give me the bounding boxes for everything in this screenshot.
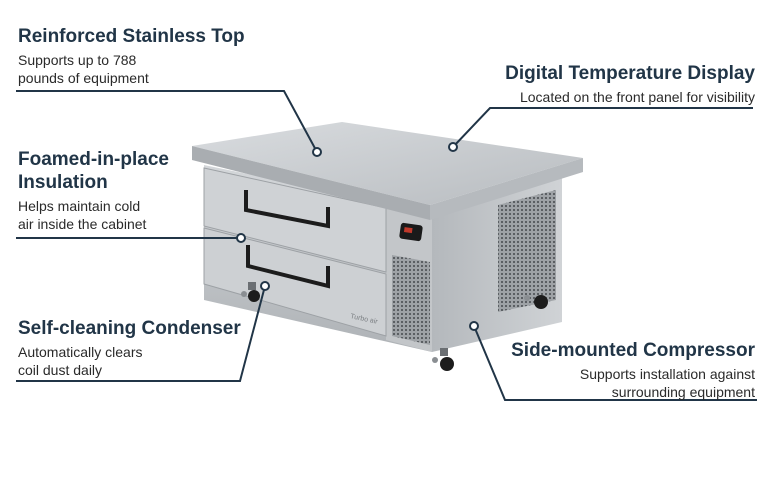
callout-description: Supports installation against surroundin… bbox=[455, 365, 755, 401]
callout-dot-compressor bbox=[469, 321, 479, 331]
temperature-display-panel bbox=[399, 222, 423, 242]
callout-description-line: air inside the cabinet bbox=[18, 216, 147, 232]
caster-back-left bbox=[524, 295, 530, 301]
callout-title: Foamed-in-place Insulation bbox=[18, 148, 218, 194]
callout-dot-top bbox=[312, 147, 322, 157]
callout-dots bbox=[236, 142, 479, 331]
callout-title-line: Foamed-in-place bbox=[18, 149, 169, 170]
callout-description-line: Automatically clears bbox=[18, 344, 143, 360]
callout-dot-condenser bbox=[260, 281, 270, 291]
callout-title: Side-mounted Compressor bbox=[511, 340, 755, 361]
leader-line-display bbox=[452, 107, 753, 148]
callout-title-line: Insulation bbox=[18, 172, 108, 193]
callout-dot-insulation bbox=[236, 233, 246, 243]
callout-title: Self-cleaning Condenser bbox=[18, 318, 241, 339]
callout-description-line: Helps maintain cold bbox=[18, 198, 141, 214]
callout-title: Digital Temperature Display bbox=[505, 63, 755, 84]
leader-line-condenser bbox=[16, 285, 266, 382]
caster-front-right bbox=[432, 348, 454, 371]
caster-back-right bbox=[534, 295, 548, 309]
drawer-bottom bbox=[203, 227, 387, 337]
callout-title: Reinforced Stainless Top bbox=[18, 26, 245, 47]
callout-description: Supports up to 788 pounds of equipment bbox=[18, 51, 278, 87]
callout-description: Helps maintain cold air inside the cabin… bbox=[18, 197, 218, 233]
callout-description-line: Located on the front panel for visibilit… bbox=[519, 89, 755, 105]
leader-line-compressor bbox=[473, 325, 757, 401]
front-condenser-grill bbox=[392, 255, 430, 345]
caster-front-left bbox=[241, 282, 260, 302]
leader-lines bbox=[16, 90, 757, 401]
callout-description-line: pounds of equipment bbox=[18, 70, 149, 86]
callout-dot-display bbox=[448, 142, 458, 152]
callout-insulation: Foamed-in-place Insulation Helps maintai… bbox=[18, 148, 218, 233]
callout-description-line: coil dust daily bbox=[18, 362, 103, 378]
callout-description: Automatically clears coil dust daily bbox=[18, 343, 268, 379]
callout-condenser: Self-cleaning Condenser Automatically cl… bbox=[18, 317, 268, 379]
stainless-top bbox=[192, 122, 583, 220]
callout-description-line: surrounding equipment bbox=[611, 384, 755, 400]
side-condenser-grill bbox=[498, 190, 556, 312]
leader-line-top bbox=[16, 90, 318, 153]
cabinet-side bbox=[432, 178, 562, 352]
callout-description-line: Supports up to 788 bbox=[18, 52, 137, 68]
drawer-top bbox=[203, 167, 387, 273]
callout-description: Located on the front panel for visibilit… bbox=[435, 88, 755, 106]
callout-display: Digital Temperature Display Located on t… bbox=[435, 62, 755, 106]
callout-reinforced-top: Reinforced Stainless Top Supports up to … bbox=[18, 25, 278, 87]
callout-compressor: Side-mounted Compressor Supports install… bbox=[455, 339, 755, 401]
callout-description-line: Supports installation against bbox=[579, 366, 755, 382]
